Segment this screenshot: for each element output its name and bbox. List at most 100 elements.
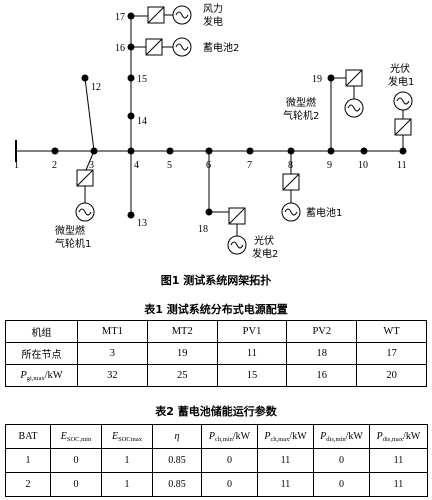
table-cell: 0.85 xyxy=(152,448,202,473)
node-3 xyxy=(90,147,98,155)
node-12 xyxy=(81,74,89,82)
node-19 xyxy=(327,74,335,82)
mt2-label-line2: 气轮机2 xyxy=(283,109,319,122)
table-cell: 11 xyxy=(369,448,428,473)
table2-header-pch-min: Pch,min/kW xyxy=(201,424,258,449)
table1-header-row: 机组 MT1 MT2 PV1 PV2 WT xyxy=(5,320,427,343)
table-cell: 1 xyxy=(101,448,153,473)
table2-header-pdis-min: Pdis,min/kW xyxy=(313,424,370,449)
table2-header-row: BAT ESOC,min ESOCmax η Pch,min/kW Pch,ma… xyxy=(5,424,428,449)
generator-mt2-icon xyxy=(344,98,364,118)
table1-header: PV2 xyxy=(286,320,358,343)
table-row: Pgi,max/kW 32 25 15 16 20 xyxy=(5,364,427,387)
bat2-label: 蓄电池2 xyxy=(203,41,239,54)
table1-header: MT1 xyxy=(77,320,148,343)
table-cell: 15 xyxy=(216,364,288,387)
generator-bat1-icon xyxy=(281,202,301,222)
node-18 xyxy=(205,208,213,216)
node-13 xyxy=(127,211,135,219)
table-cell: 0 xyxy=(313,448,370,473)
generator-wind-icon xyxy=(172,5,192,25)
node-8 xyxy=(287,147,295,155)
table1-caption: 表1 测试系统分布式电源配置 xyxy=(144,303,288,316)
table-cell: 0.85 xyxy=(152,472,202,497)
table2-caption: 表2 蓄电池储能运行参数 xyxy=(155,405,277,418)
node-label-4: 4 xyxy=(134,160,139,171)
node-label-19: 19 xyxy=(312,74,322,85)
node-10 xyxy=(360,147,368,155)
table-cell: 19 xyxy=(146,342,218,365)
wind-label-line2: 发电 xyxy=(203,15,223,28)
node-5 xyxy=(166,147,174,155)
generator-pv2-icon xyxy=(227,235,247,255)
table1: 机组 MT1 MT2 PV1 PV2 WT 所在节点 3 19 11 18 17… xyxy=(5,320,427,387)
node-2 xyxy=(51,147,59,155)
node-label-13: 13 xyxy=(137,218,147,229)
table-cell: 3 xyxy=(77,342,148,365)
table1-header: WT xyxy=(356,320,427,343)
table-cell: 0 xyxy=(50,448,102,473)
mt1-label-line1: 微型燃 xyxy=(55,224,85,237)
table-cell: 2 xyxy=(5,472,51,497)
bat1-label: 蓄电池1 xyxy=(306,206,342,219)
table-cell: 11 xyxy=(369,472,428,497)
table-cell: 1 xyxy=(101,472,153,497)
table1-row-label: 所在节点 xyxy=(5,342,78,365)
table-row: 所在节点 3 19 11 18 17 xyxy=(5,342,427,365)
node-label-16: 16 xyxy=(115,43,125,54)
table-cell: 0 xyxy=(50,472,102,497)
table-cell: 11 xyxy=(216,342,288,365)
pv1-label-line1: 光伏 xyxy=(390,62,410,75)
table2-header-esoc-max: ESOCmax xyxy=(101,424,153,449)
table1-header: MT2 xyxy=(146,320,218,343)
table-cell: 0 xyxy=(201,472,258,497)
table2-header-pdis-max: Pdis,max/kW xyxy=(369,424,428,449)
table-cell: 0 xyxy=(201,448,258,473)
table-cell: 16 xyxy=(286,364,358,387)
pv2-label-line1: 光伏 xyxy=(254,234,274,247)
node-label-10: 10 xyxy=(358,160,368,171)
converter-bat1 xyxy=(282,173,300,191)
node-11 xyxy=(399,147,407,155)
table1-header: 机组 xyxy=(5,320,78,343)
node-15 xyxy=(127,74,135,82)
node-16 xyxy=(127,43,135,51)
topology-diagram: 1 2 3 4 5 6 7 8 9 10 11 12 13 14 15 16 1… xyxy=(14,2,414,260)
table2-header-bat: BAT xyxy=(5,424,51,449)
mt2-label-line1: 微型燃 xyxy=(286,96,316,109)
table2-header-pch-max: Pch,max/kW xyxy=(257,424,314,449)
pv1-label-line2: 发电1 xyxy=(388,75,414,88)
wind-label-line1: 风力 xyxy=(203,2,223,15)
table-cell: 17 xyxy=(356,342,427,365)
node-label-7: 7 xyxy=(247,160,252,171)
node-label-2: 2 xyxy=(52,160,57,171)
table2-header-eta: η xyxy=(152,424,202,449)
converter-pv2 xyxy=(228,207,246,225)
converter-bat2 xyxy=(145,38,163,56)
node-6 xyxy=(205,147,213,155)
node-label-6: 6 xyxy=(206,160,211,171)
generator-mt1-icon xyxy=(75,202,95,222)
converter-mt2 xyxy=(345,69,363,87)
table1-row-label-pmax: Pgi,max/kW xyxy=(5,364,78,387)
generator-bat2-icon xyxy=(172,37,192,57)
generator-pv1-icon xyxy=(393,91,413,111)
table1-header: PV1 xyxy=(216,320,288,343)
pv2-label-line2: 发电2 xyxy=(252,247,278,260)
node-label-12: 12 xyxy=(91,82,101,93)
converter-wind xyxy=(147,6,165,24)
table-cell: 0 xyxy=(313,472,370,497)
node-label-18: 18 xyxy=(198,224,208,235)
node-label-17: 17 xyxy=(115,12,125,23)
node-7 xyxy=(246,147,254,155)
table-cell: 25 xyxy=(146,364,218,387)
node-label-11: 11 xyxy=(397,160,407,171)
table-cell: 11 xyxy=(257,472,314,497)
converter-mt1 xyxy=(76,169,94,187)
node-label-8: 8 xyxy=(288,160,293,171)
converter-pv1 xyxy=(394,118,412,136)
table2-header-esoc-min: ESOC,min xyxy=(50,424,102,449)
node-label-3: 3 xyxy=(89,160,94,171)
table-row: 1 0 1 0.85 0 11 0 11 xyxy=(5,448,428,473)
table-cell: 20 xyxy=(356,364,427,387)
